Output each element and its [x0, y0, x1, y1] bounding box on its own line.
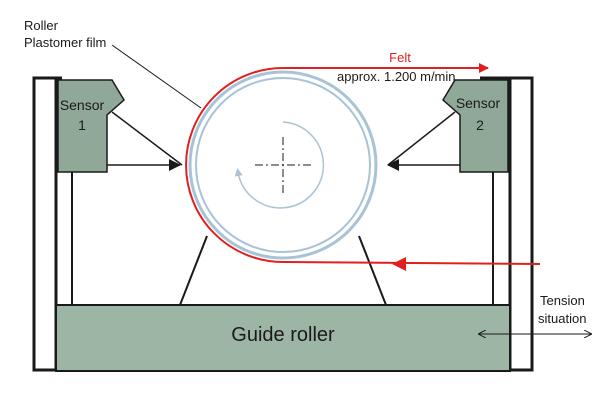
felt-wrap	[185, 67, 284, 263]
tension-label-line2: situation	[538, 311, 586, 326]
felt-bottom-run	[282, 261, 541, 265]
crosshair-icon	[255, 137, 311, 193]
tension-label-line1: Tension	[540, 293, 585, 308]
roller-support-right	[358, 235, 387, 306]
roller-label: Roller	[24, 18, 59, 33]
felt-speed-label: approx. 1.200 m/min	[337, 69, 456, 84]
sensor-1-number: 1	[78, 117, 86, 133]
guide-roller-block	[55, 304, 511, 372]
sensor-2-number: 2	[476, 117, 484, 133]
frame	[32, 76, 534, 372]
sensor-1-beam	[107, 111, 183, 171]
felt-label: Felt	[389, 50, 411, 65]
felt-direction-arrow	[392, 257, 406, 271]
plastomer-film-leader	[111, 44, 202, 109]
plastomer-film-label: Plastomer film	[24, 35, 106, 50]
guide-roller-label: Guide roller	[231, 324, 335, 346]
frame-left-post	[32, 76, 58, 372]
sensor-1-body	[57, 79, 125, 173]
sensor-2-beam	[387, 111, 460, 171]
sensor-2-name: Sensor	[456, 95, 501, 111]
frame-right-post	[508, 76, 534, 372]
sensor-1-name: Sensor	[60, 97, 105, 113]
roller-support-left	[179, 235, 208, 306]
rotation-arrow-icon	[234, 121, 325, 209]
roller-film-outer	[188, 70, 378, 260]
sensor-2-body	[442, 79, 509, 173]
